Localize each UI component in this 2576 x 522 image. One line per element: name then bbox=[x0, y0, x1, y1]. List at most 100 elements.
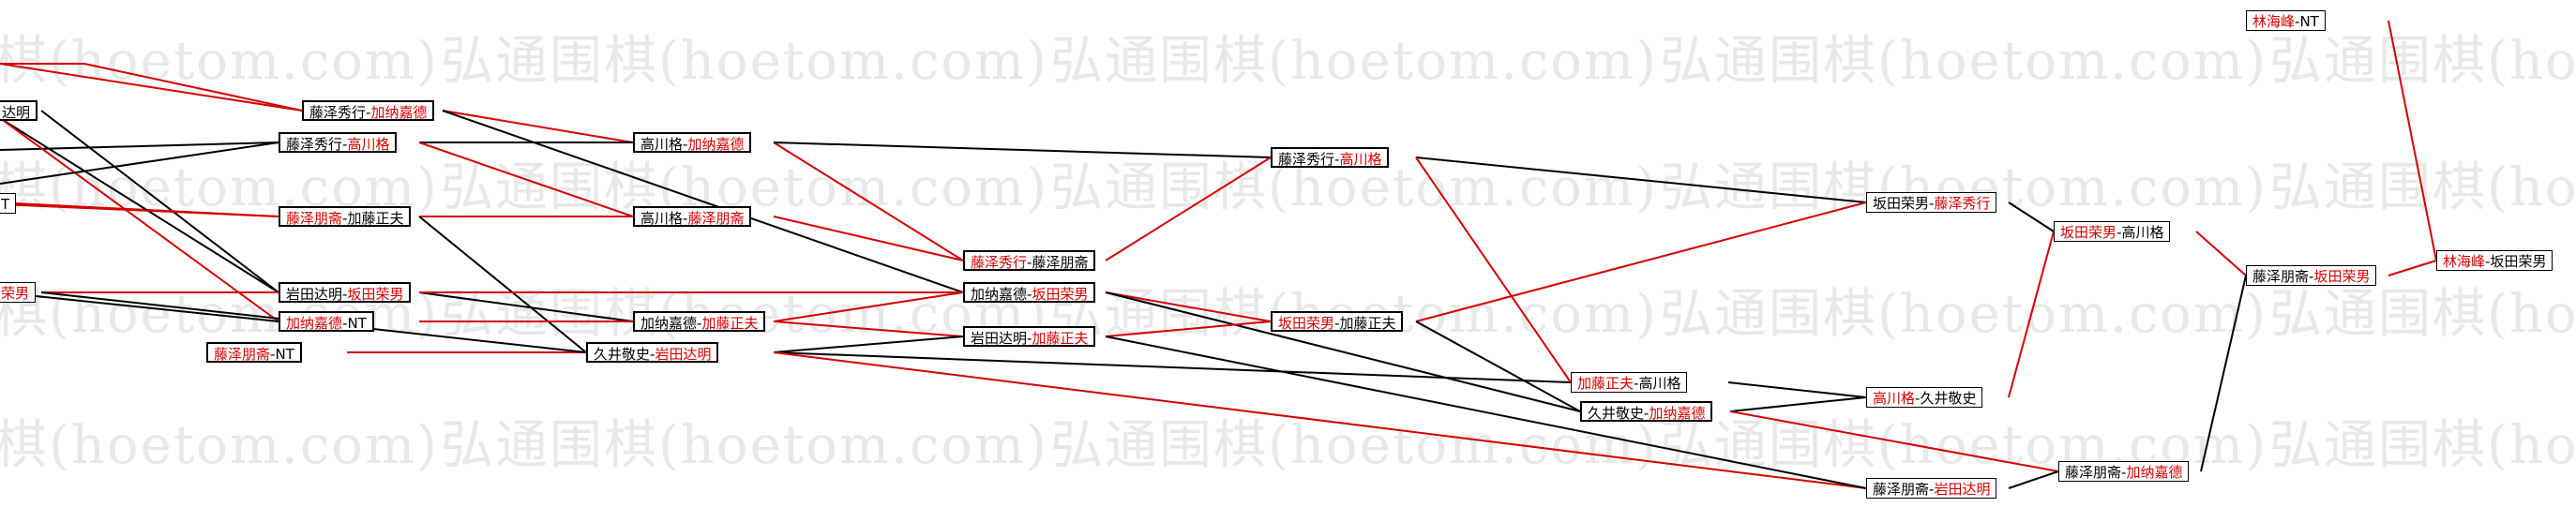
match-node[interactable]: 藤泽朋斋-加藤正夫 bbox=[279, 206, 412, 227]
player-one-name: 高川格 bbox=[640, 136, 684, 153]
separator: - bbox=[2485, 253, 2491, 270]
player-one-name: 林海峰 bbox=[2252, 13, 2296, 30]
match-node[interactable]: T bbox=[0, 193, 17, 214]
player-two-name: 高川格 bbox=[2121, 224, 2164, 241]
player-one-name: 藤泽秀行 bbox=[971, 254, 1028, 271]
player-one-name: 高川格 bbox=[1873, 390, 1916, 407]
player-two-name: 藤泽朋斋 bbox=[687, 210, 745, 227]
separator: - bbox=[342, 210, 348, 227]
separator: - bbox=[342, 315, 348, 332]
separator: - bbox=[342, 286, 348, 303]
player-one-name: 藤泽朋斋 bbox=[2065, 464, 2122, 481]
match-node[interactable]: 藤泽朋斋-加纳嘉德 bbox=[2058, 461, 2190, 482]
bracket-edge bbox=[2195, 231, 2247, 276]
match-node[interactable]: 加藤正夫-高川格 bbox=[1571, 372, 1688, 393]
player-one-name: 坂田荣男 bbox=[1873, 195, 1930, 212]
player-one-name: 岩田达明 bbox=[286, 286, 343, 303]
bracket-edge bbox=[1105, 291, 1581, 412]
player-two-name: 荣男 bbox=[1, 285, 30, 302]
separator: - bbox=[1634, 375, 1639, 392]
player-two-name: 高川格 bbox=[347, 136, 390, 153]
match-node[interactable]: 岩田达明-加藤正夫 bbox=[963, 326, 1096, 347]
bracket-edge bbox=[773, 216, 964, 261]
separator: - bbox=[1929, 481, 1935, 498]
player-two-name: T bbox=[1, 196, 10, 213]
player-two-name: 坂田荣男 bbox=[2490, 253, 2547, 270]
player-one-name: 藤泽朋斋 bbox=[2252, 268, 2310, 285]
player-two-name: 藤泽朋斋 bbox=[1032, 254, 1089, 271]
bracket-edge bbox=[40, 110, 279, 293]
match-node[interactable]: 高川格-久井敬史 bbox=[1866, 387, 1983, 408]
player-two-name: 岩田达明 bbox=[655, 346, 712, 363]
separator: - bbox=[2295, 13, 2300, 30]
bracket-edge bbox=[773, 336, 964, 353]
player-one-name: 藤泽秀行 bbox=[309, 104, 367, 121]
match-node[interactable]: 藤泽朋斋-坂田荣男 bbox=[2246, 265, 2377, 286]
bracket-edge bbox=[2008, 231, 2055, 398]
bracket-edge bbox=[2008, 201, 2055, 232]
player-two-name: 坂田荣男 bbox=[347, 286, 404, 303]
player-one-name: 林海峰 bbox=[2443, 253, 2486, 270]
bracket-edge bbox=[773, 291, 964, 322]
player-two-name: 坂田荣男 bbox=[1032, 286, 1089, 303]
separator: - bbox=[1027, 330, 1032, 347]
player-two-name: 藤泽秀行 bbox=[1934, 195, 1991, 212]
separator: - bbox=[1929, 195, 1935, 212]
bracket-edge bbox=[2200, 275, 2247, 472]
bracket-edge bbox=[0, 117, 279, 293]
player-one-name: 加藤正夫 bbox=[1577, 375, 1634, 392]
player-two-name: 加纳嘉德 bbox=[1649, 405, 1706, 422]
player-one-name: 藤泽朋斋 bbox=[214, 346, 271, 363]
bracket-edge bbox=[1415, 321, 1581, 412]
player-two-name: 岩田达明 bbox=[1934, 481, 1991, 498]
match-node[interactable]: 藤泽秀行-高川格 bbox=[1271, 147, 1390, 168]
separator: - bbox=[683, 136, 688, 153]
match-node[interactable]: 坂田荣男-高川格 bbox=[2054, 221, 2171, 242]
match-node[interactable]: 林海峰-坂田荣男 bbox=[2436, 250, 2553, 271]
bracket-edge bbox=[1105, 321, 1272, 337]
match-node[interactable]: 久井敬史-岩田达明 bbox=[586, 342, 719, 363]
player-one-name: 高川格 bbox=[640, 210, 684, 227]
bracket-edge bbox=[773, 142, 964, 261]
separator: - bbox=[270, 346, 276, 363]
player-two-name: NT bbox=[2299, 13, 2319, 30]
player-two-name: NT bbox=[275, 346, 294, 363]
match-node[interactable]: 高川格-藤泽朋斋 bbox=[633, 206, 752, 227]
match-node[interactable]: 岩田达明-坂田荣男 bbox=[279, 282, 412, 303]
player-one-name: 藤泽秀行 bbox=[1278, 151, 1335, 168]
match-node[interactable]: 加纳嘉德-坂田荣男 bbox=[963, 282, 1096, 303]
match-node[interactable]: 坂田荣男-加藤正夫 bbox=[1271, 311, 1404, 332]
match-node[interactable]: 加纳嘉德-加藤正夫 bbox=[633, 311, 766, 332]
player-one-name: 久井敬史 bbox=[1588, 405, 1645, 422]
match-node[interactable]: 荣男 bbox=[0, 282, 37, 303]
match-node[interactable]: 达明 bbox=[0, 100, 38, 121]
bracket-edge bbox=[1415, 157, 1867, 203]
match-node[interactable]: 藤泽秀行-加纳嘉德 bbox=[302, 100, 435, 121]
bracket-edge bbox=[0, 142, 279, 151]
match-node[interactable]: 藤泽秀行-藤泽朋斋 bbox=[963, 250, 1096, 271]
bracket-edge bbox=[773, 351, 1867, 489]
separator: - bbox=[697, 315, 702, 332]
separator: - bbox=[1644, 405, 1650, 422]
match-node[interactable]: 坂田荣男-藤泽秀行 bbox=[1866, 192, 1997, 213]
match-node[interactable]: 藤泽朋斋-岩田达明 bbox=[1866, 478, 1997, 499]
match-node[interactable]: 久井敬史-加纳嘉德 bbox=[1580, 401, 1713, 422]
bracket-edge bbox=[1105, 291, 1272, 322]
separator: - bbox=[1915, 390, 1921, 407]
bracket-edge bbox=[442, 110, 634, 143]
match-node[interactable]: 加纳嘉德-NT bbox=[279, 311, 374, 332]
bracket-edge bbox=[2008, 470, 2059, 489]
player-two-name: 加藤正夫 bbox=[347, 210, 404, 227]
bracket-edge bbox=[773, 142, 1272, 158]
match-node[interactable]: 高川格-加纳嘉德 bbox=[633, 132, 752, 153]
player-one-name: 坂田荣男 bbox=[1278, 315, 1335, 332]
bracket-edge bbox=[83, 63, 303, 112]
bracket-edge bbox=[418, 216, 587, 353]
separator: - bbox=[2309, 268, 2314, 285]
match-node[interactable]: 林海峰-NT bbox=[2246, 10, 2326, 31]
match-node[interactable]: 藤泽朋斋-NT bbox=[206, 342, 302, 363]
player-two-name: 加纳嘉德 bbox=[687, 136, 745, 153]
player-one-name: 坂田荣男 bbox=[2060, 224, 2117, 241]
bracket-edge bbox=[1729, 396, 1867, 412]
match-node[interactable]: 藤泽秀行-高川格 bbox=[279, 132, 398, 153]
